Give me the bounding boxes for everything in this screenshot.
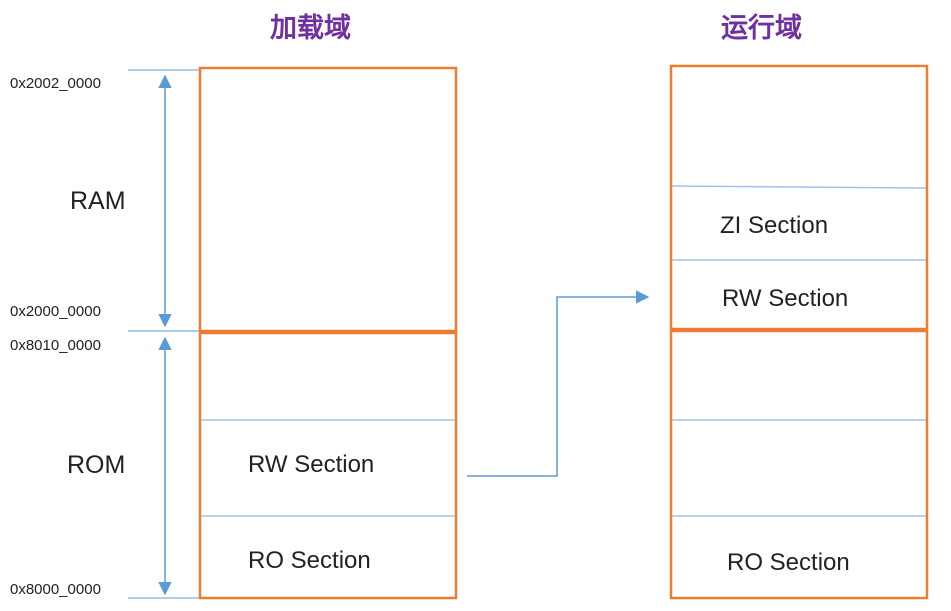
load-rw-section-label: RW Section bbox=[248, 451, 375, 478]
load-domain-title: 加载域 bbox=[270, 13, 351, 44]
load-ro-section-label: RO Section bbox=[248, 547, 371, 574]
run-ro-section-label: RO Section bbox=[727, 549, 850, 576]
ram-label: RAM bbox=[70, 187, 126, 215]
ram-top-address: 0x2002_0000 bbox=[10, 75, 101, 92]
run-rom-box bbox=[669, 329, 929, 600]
run-domain-title: 运行域 bbox=[721, 13, 802, 44]
ram-bottom-address: 0x2000_0000 bbox=[10, 303, 101, 320]
run-zi-section-label: ZI Section bbox=[720, 212, 829, 239]
rom-bottom-address: 0x8000_0000 bbox=[10, 581, 101, 598]
run-rw-section-label: RW Section bbox=[722, 285, 849, 312]
load-rom-box bbox=[198, 331, 458, 600]
run-ram-divider-1 bbox=[671, 185, 927, 189]
load-ram-box bbox=[198, 66, 458, 333]
rom-top-address: 0x8010_0000 bbox=[10, 337, 101, 354]
rw-copy-arrow bbox=[467, 290, 650, 477]
rom-label: ROM bbox=[67, 451, 126, 479]
run-ram-box bbox=[669, 64, 929, 331]
